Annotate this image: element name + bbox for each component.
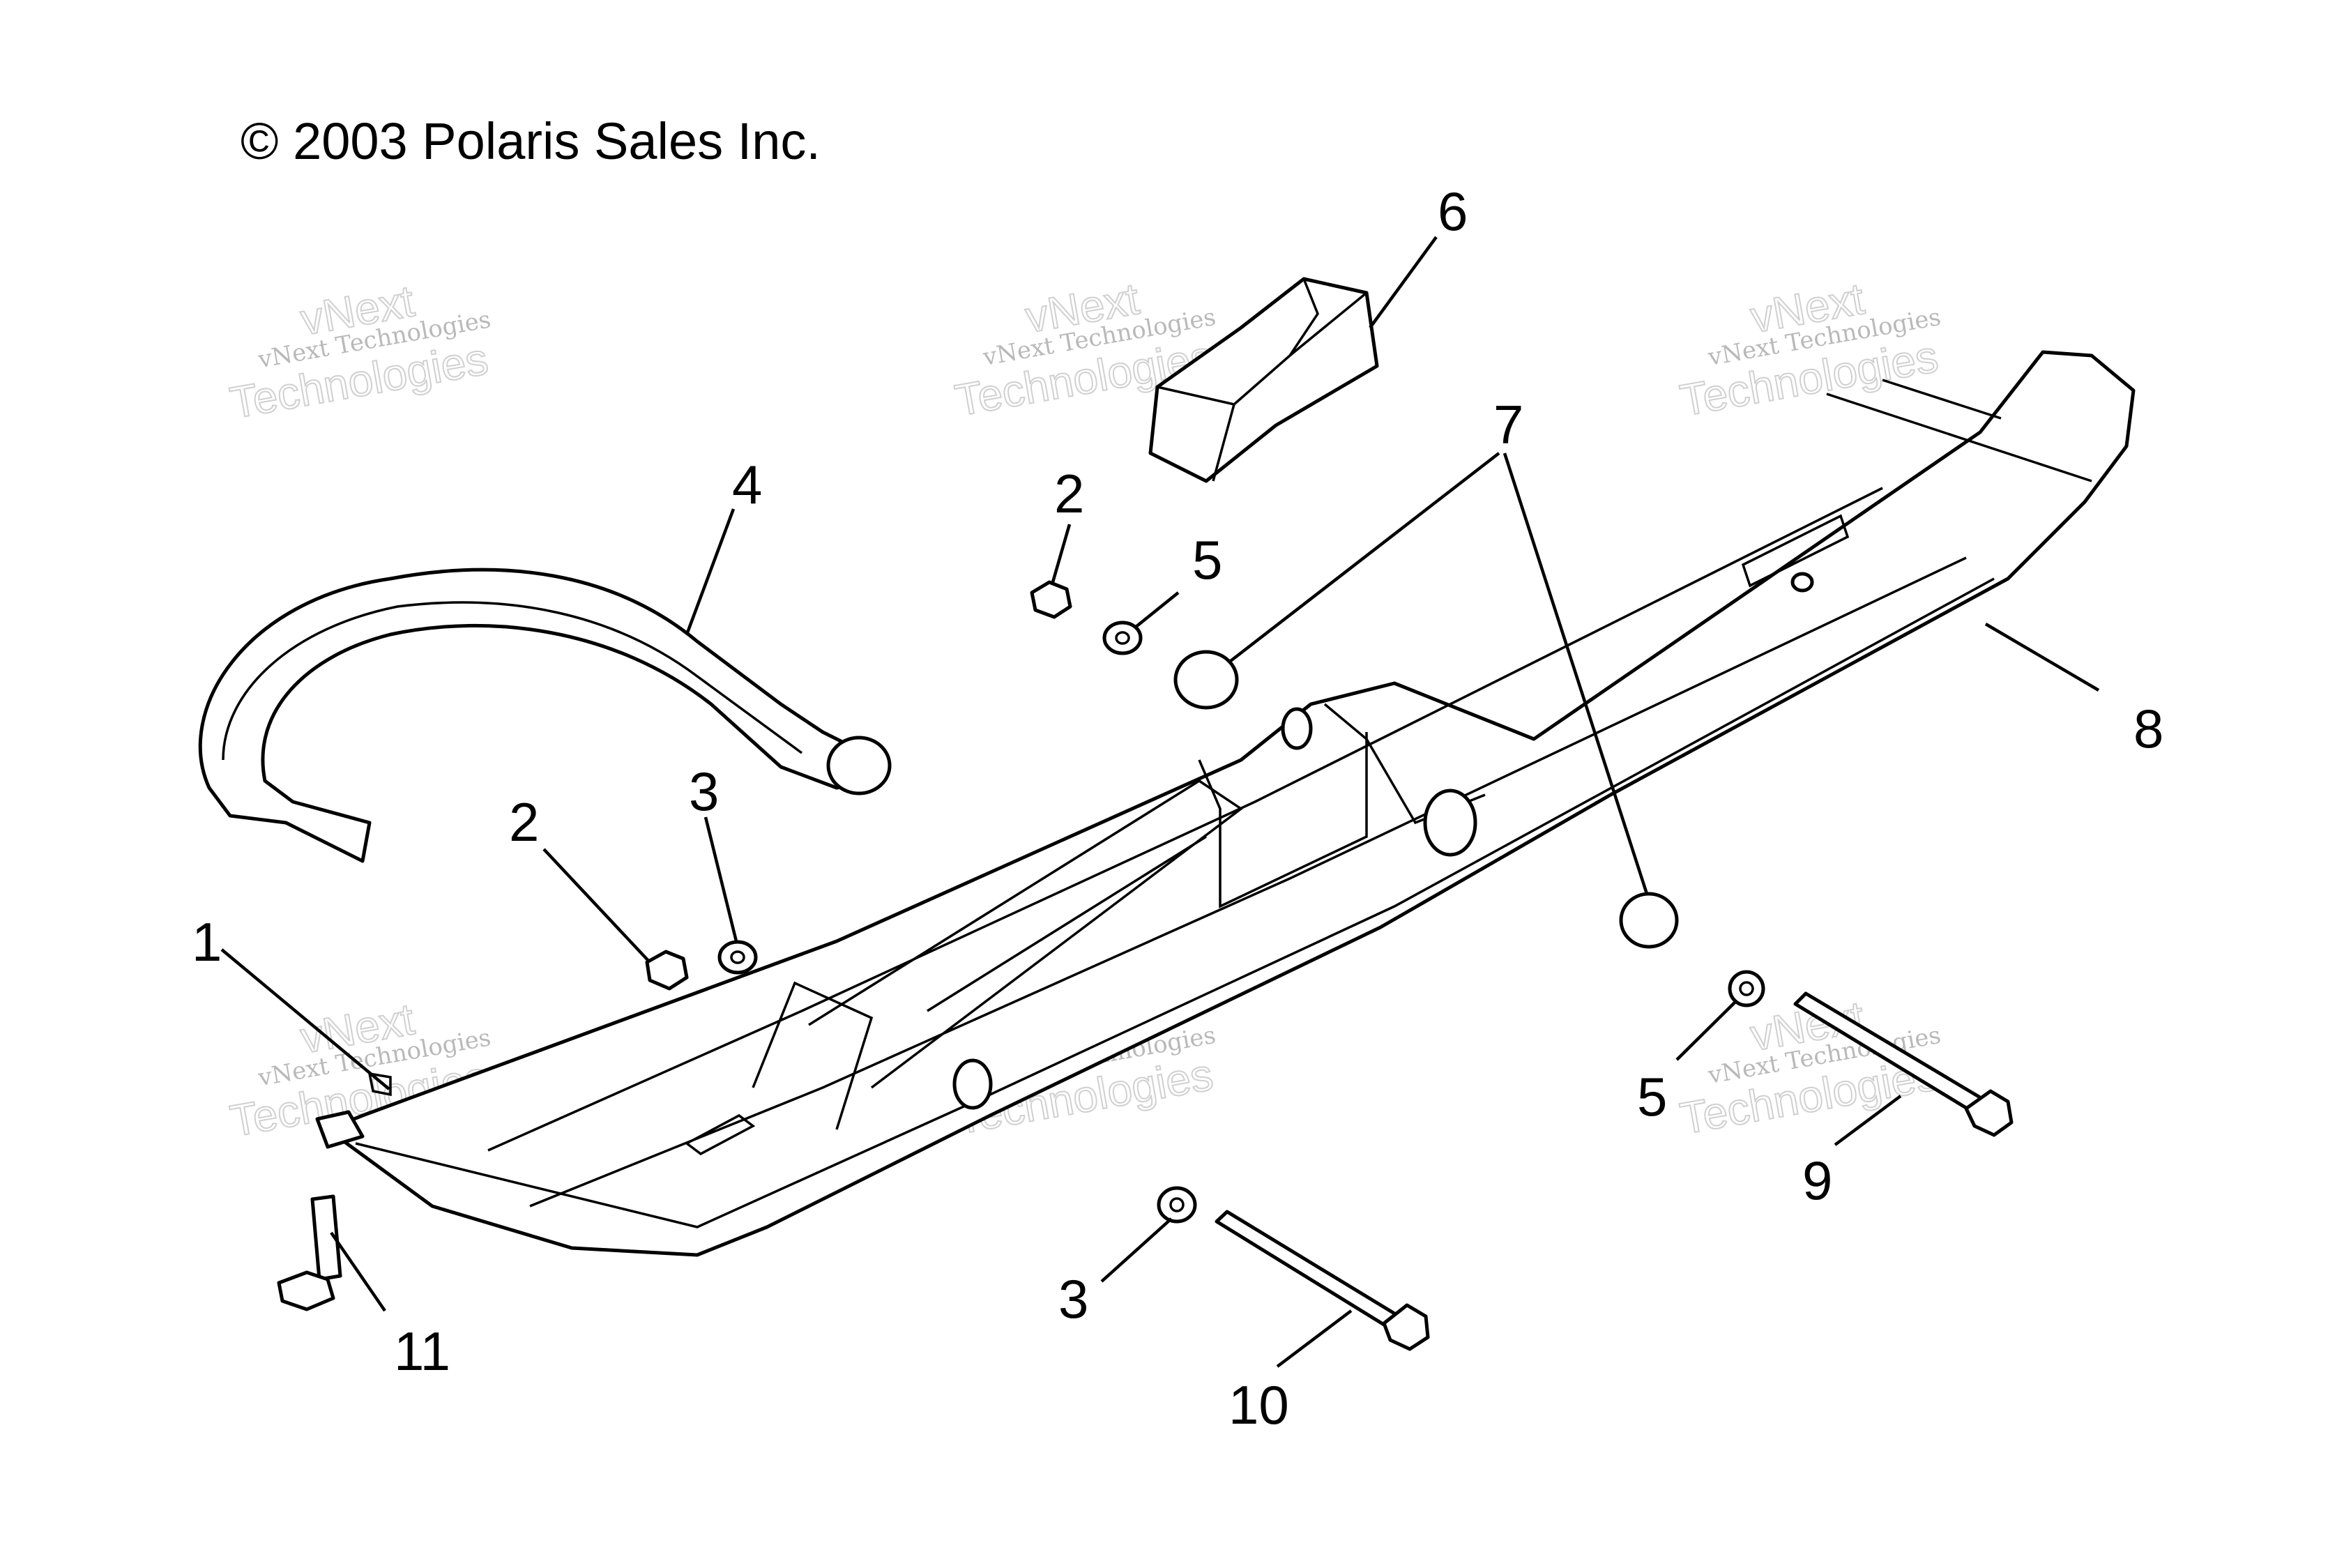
leader-2-top (1051, 524, 1072, 583)
leader-3-left (703, 816, 738, 942)
washer-part-3-left (717, 940, 758, 975)
washer-part-3-bottom-hole (1169, 1197, 1185, 1212)
leader-10 (1276, 1309, 1353, 1368)
leader-5-top (1134, 591, 1180, 629)
leader-11 (330, 1231, 386, 1312)
nut-part-2-left (645, 950, 689, 991)
bushing-part-7-bottom (1619, 892, 1679, 949)
ski-body-part-8 (326, 350, 2136, 1257)
leader-8 (1984, 623, 2100, 692)
callout-9: 9 (1802, 1150, 1832, 1211)
callout-11: 11 (394, 1320, 450, 1382)
callout-1: 1 (192, 911, 222, 973)
leader-7a (1229, 452, 1500, 662)
leader-lines (220, 236, 2100, 1368)
callout-4: 4 (732, 454, 762, 515)
callout-labels: 1 2 2 3 3 4 5 5 6 7 8 9 10 11 (192, 181, 2163, 1436)
callout-5-right: 5 (1637, 1066, 1667, 1127)
washer-part-5-right (1728, 970, 1765, 1007)
callout-7: 7 (1493, 394, 1523, 455)
callout-2-top: 2 (1054, 463, 1084, 524)
washer-part-3-bottom (1157, 1186, 1197, 1224)
callout-5-top: 5 (1192, 529, 1222, 591)
leader-1 (220, 948, 390, 1090)
callout-6: 6 (1438, 181, 1468, 242)
callout-10: 10 (1228, 1374, 1289, 1436)
wear-block-part-6 (1148, 277, 1379, 483)
bolt-part-10 (1215, 1210, 1430, 1351)
fasteners (277, 580, 2014, 1351)
washer-part-5-top-hole (1115, 631, 1130, 645)
leader-6 (1369, 236, 1438, 329)
nut-part-2-top (1030, 580, 1072, 619)
bolt-part-9 (1793, 991, 2014, 1137)
callout-8: 8 (2133, 698, 2163, 759)
callout-3-left: 3 (689, 761, 719, 822)
washer-part-3-left-hole (730, 950, 745, 964)
washer-part-5-right-hole (1739, 981, 1754, 996)
bushing-part-7-top (1173, 650, 1239, 710)
callout-3-bottom: 3 (1058, 1268, 1088, 1330)
leader-5-right (1675, 1000, 1737, 1061)
washer-part-5-top (1102, 621, 1143, 655)
leader-2-left (542, 848, 650, 962)
skag-part-1 (315, 1072, 392, 1149)
callout-2-left: 2 (509, 791, 539, 853)
copyright-notice: © 2003 Polaris Sales Inc. (241, 112, 821, 170)
leader-4 (685, 508, 736, 635)
ski-loop-part-4 (198, 568, 892, 863)
bolt-part-11 (277, 1194, 342, 1311)
leader-9 (1834, 1095, 1902, 1146)
leader-7b (1502, 452, 1649, 895)
leader-3-bottom (1100, 1217, 1173, 1283)
